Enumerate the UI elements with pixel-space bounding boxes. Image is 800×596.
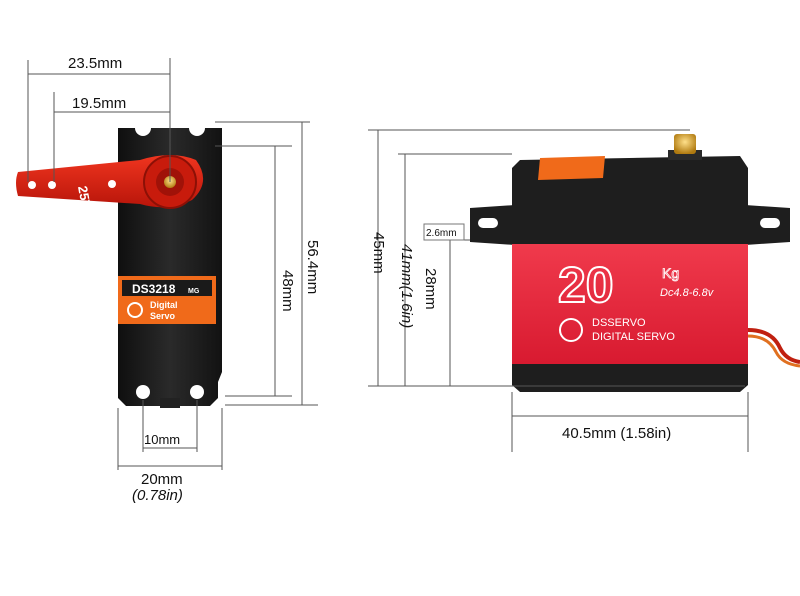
left-label-line2: Servo <box>150 311 176 321</box>
torque-unit: Kg <box>662 265 679 281</box>
servo-cable-2 <box>747 334 800 368</box>
left-top-mount-slot-2 <box>189 120 205 136</box>
left-bottom-mount-hole-2 <box>190 385 204 399</box>
dim-horn-outer: 23.5mm <box>68 55 122 72</box>
dim-left-height-total: 56.4mm <box>304 240 321 294</box>
left-label-line1: Digital <box>150 300 178 310</box>
right-servo-side-view: 20 Kg Dc4.8-6.8v DSSERVO DIGITAL SERVO <box>470 134 800 392</box>
right-red-label <box>512 244 748 364</box>
torque-value: 20 <box>558 257 614 313</box>
left-label-model: DS3218 <box>132 282 176 296</box>
dim-flange-height: 28mm <box>422 268 439 310</box>
brand-line1: DSSERVO <box>592 317 646 329</box>
dim-right-length: 40.5mm (1.58in) <box>562 425 671 442</box>
left-label-model-band <box>122 280 212 296</box>
left-cable-stub <box>160 398 180 408</box>
left-label-model-suffix: MG <box>188 288 200 295</box>
left-top-mount-slot-1 <box>135 120 151 136</box>
dim-mount-spacing: 10mm <box>144 432 180 447</box>
brand-logo-icon <box>559 318 583 342</box>
horn-spline-label: 25T <box>75 185 94 210</box>
right-flange-left-slot <box>478 218 498 228</box>
horn-hole-1 <box>28 181 36 189</box>
brand-line2: DIGITAL SERVO <box>592 331 675 343</box>
horn-hole-2 <box>48 181 56 189</box>
output-gear <box>674 134 696 154</box>
dim-left-height-body: 48mm <box>279 270 296 312</box>
right-flange-right-slot <box>760 218 780 228</box>
dim-flange-thickness: 2.6mm <box>426 228 457 239</box>
dim-right-height-body: 41mm(1.6in) <box>398 244 415 328</box>
dim-right-height-total: 45mm <box>370 232 387 274</box>
voltage-range: Dc4.8-6.8v <box>660 287 715 299</box>
horn-hole-3 <box>108 180 116 188</box>
dim-left-width: 20mm <box>141 471 183 488</box>
left-label-logo-icon <box>127 302 143 318</box>
right-dimension-lines <box>368 129 749 452</box>
flange-thickness-box <box>423 223 465 241</box>
output-gear-base <box>668 150 702 160</box>
servo-cable <box>747 328 800 364</box>
left-servo-top-view: 25T DS3218 MG Digital Servo <box>16 120 222 408</box>
right-top-label-strip <box>538 156 605 180</box>
left-bottom-mount-hole-1 <box>136 385 150 399</box>
dim-left-width-in: (0.78in) <box>132 487 183 504</box>
dim-horn-inner: 19.5mm <box>72 95 126 112</box>
left-dimension-lines <box>27 58 318 470</box>
